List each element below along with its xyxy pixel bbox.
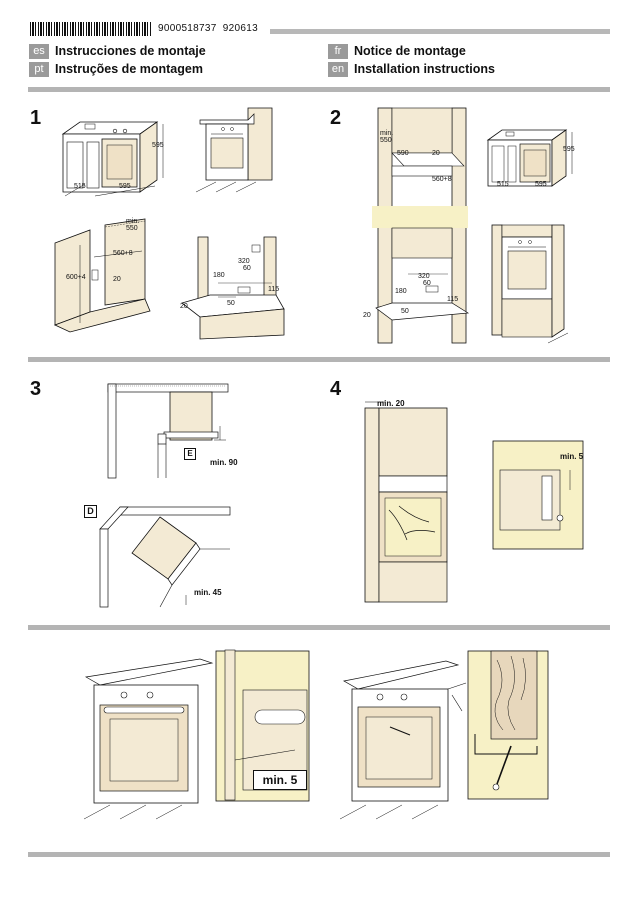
fig1-cut180-label: 180: [213, 272, 225, 279]
section-rule-mid: [28, 357, 610, 362]
fig1-cut60-label: 60: [243, 265, 251, 272]
fig4-detail-inset: [492, 440, 584, 550]
fig5-oven-front-right: [339, 660, 467, 820]
fig1-oven-dimensions: [61, 121, 164, 197]
fig2-cut60-label: 60: [423, 280, 431, 287]
fig1-height-label: 595: [152, 142, 164, 149]
step-number-4: 4: [330, 378, 342, 400]
fig2-oven-dimensions: [486, 129, 573, 187]
lang-title-es: Instrucciones de montaje: [55, 44, 206, 58]
step-number-1: 1: [30, 107, 42, 129]
lang-title-fr: Notice de montage: [354, 44, 466, 58]
fig1-depth20-label: 20: [113, 276, 121, 283]
header-rule: [270, 29, 610, 34]
fig2-oven-in-tall-cabinet: [491, 224, 569, 344]
fig1-cut20-label: 20: [180, 303, 188, 310]
fig2-cut320-label: 320: [418, 273, 430, 280]
step-number-3: 3: [30, 378, 42, 400]
fig1-cut115-label: 115: [268, 286, 280, 293]
fig1-min-label: min.: [126, 218, 140, 225]
fig1-depth-label: 515: [74, 183, 86, 190]
document-number: 9000518737: [158, 23, 217, 34]
fig1-niche-height-label: 600+4: [66, 274, 86, 281]
fig1-cut320-label: 320: [238, 258, 250, 265]
document-date: 920613: [222, 23, 258, 34]
step-number-2: 2: [330, 107, 342, 129]
fig3-corner-top: [107, 383, 229, 479]
fig2-depth-label: 515: [497, 181, 509, 188]
fig1-niche-dimensions: [53, 218, 151, 333]
fig2-tall-cabinet: [372, 107, 470, 344]
fig1-niche-width-label: 560+8: [113, 250, 133, 257]
fig1-width-label: 595: [119, 183, 131, 190]
fig4-min5-label: min. 5: [560, 452, 584, 461]
fig1-floor-cutout: [181, 236, 285, 340]
fig3-min45-label: min. 45: [194, 588, 222, 597]
lang-code-pt: pt: [29, 61, 49, 77]
barcode: [30, 22, 152, 36]
fig3-label-e: E: [184, 448, 196, 460]
lang-row-es: es Instrucciones de montaje: [29, 43, 206, 59]
fig2-min-label: min.: [380, 130, 394, 137]
fig2-cut20-label: 20: [363, 312, 371, 319]
fig5-oven-front-left: [83, 658, 214, 820]
document-number-line: 9000518737 920613: [158, 23, 258, 34]
fig2-width-label: 595: [535, 181, 547, 188]
fig1-min550-label: 550: [126, 225, 138, 232]
fig5-min5-label: min. 5: [253, 770, 307, 790]
fig2-n590-label: 590: [397, 150, 409, 157]
fig1-built-in-oven: [195, 107, 273, 193]
fig2-n20-label: 20: [432, 150, 440, 157]
fig4-min20-label: min. 20: [377, 399, 405, 408]
section-rule-bottom: [28, 852, 610, 857]
fig3-min90-label: min. 90: [210, 458, 238, 467]
fig2-min550-label: 550: [380, 137, 392, 144]
lang-code-en: en: [328, 61, 348, 77]
section-rule-lower: [28, 625, 610, 630]
lang-row-en: en Installation instructions: [328, 61, 495, 77]
fig2-niche-width-label: 560+8: [432, 176, 452, 183]
fig2-cut50-label: 50: [401, 308, 409, 315]
fig5-screw-detail-inset: [467, 650, 549, 800]
lang-row-pt: pt Instruções de montagem: [29, 61, 203, 77]
fig4-cable-routing: [364, 401, 448, 603]
lang-code-es: es: [29, 43, 49, 59]
lang-code-fr: fr: [328, 43, 348, 59]
fig2-height-label: 595: [563, 146, 575, 153]
fig3-corner-diagonal: [99, 506, 231, 608]
fig2-cut180-label: 180: [395, 288, 407, 295]
fig1-cut50-label: 50: [227, 300, 235, 307]
lang-row-fr: fr Notice de montage: [328, 43, 466, 59]
lang-title-en: Installation instructions: [354, 62, 495, 76]
fig2-cut115-label: 115: [447, 296, 459, 303]
section-rule-top: [28, 87, 610, 92]
fig3-label-d: D: [84, 505, 97, 518]
lang-title-pt: Instruções de montagem: [55, 62, 203, 76]
